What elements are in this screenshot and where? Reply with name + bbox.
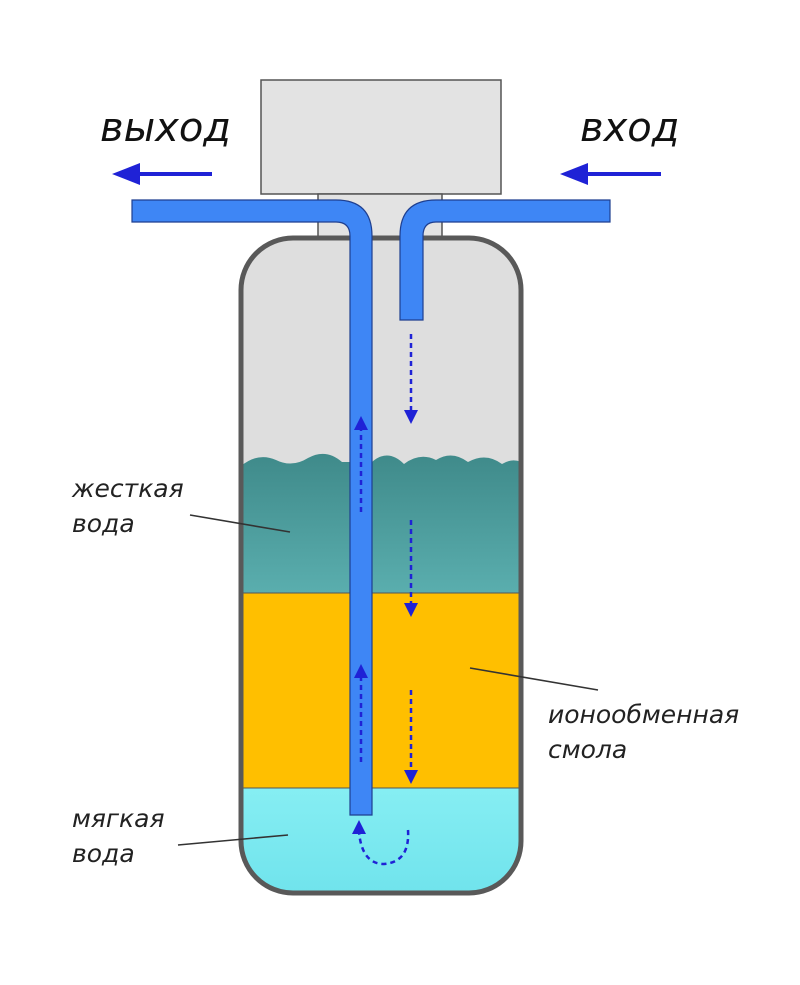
resin-layer xyxy=(241,593,521,788)
resin-leader xyxy=(469,667,599,691)
tank-contents xyxy=(241,238,521,893)
hard-water-label-line1: жесткая xyxy=(71,474,184,503)
resin-label-line1: ионообменная xyxy=(548,700,739,729)
hard-water-label-line2: вода xyxy=(72,509,135,538)
arrow-left-icon xyxy=(560,163,588,185)
soft-water-leader xyxy=(177,834,289,846)
inlet-pipe xyxy=(399,199,611,321)
flow-u-turn-arrow-icon xyxy=(357,829,410,866)
flow-arrowheads xyxy=(352,410,418,834)
soft-water-label-line1: мягкая xyxy=(72,804,165,833)
hard-water-leader xyxy=(189,514,291,533)
outlet-label: выход xyxy=(100,105,231,151)
inlet-label: вход xyxy=(580,105,679,151)
inlet-arrow xyxy=(560,163,661,185)
soft-water-label-line2: вода xyxy=(72,839,135,868)
air-layer xyxy=(241,238,521,478)
valve-head xyxy=(260,79,502,195)
resin-label-line2: смола xyxy=(548,735,627,764)
hard-water-layer xyxy=(241,453,521,593)
flow-arrows xyxy=(357,334,413,866)
soft-water-layer xyxy=(241,788,521,893)
outlet-pipe xyxy=(131,199,373,816)
arrow-left-icon xyxy=(112,163,140,185)
outlet-arrow xyxy=(112,163,212,185)
tank-outline xyxy=(238,235,524,896)
